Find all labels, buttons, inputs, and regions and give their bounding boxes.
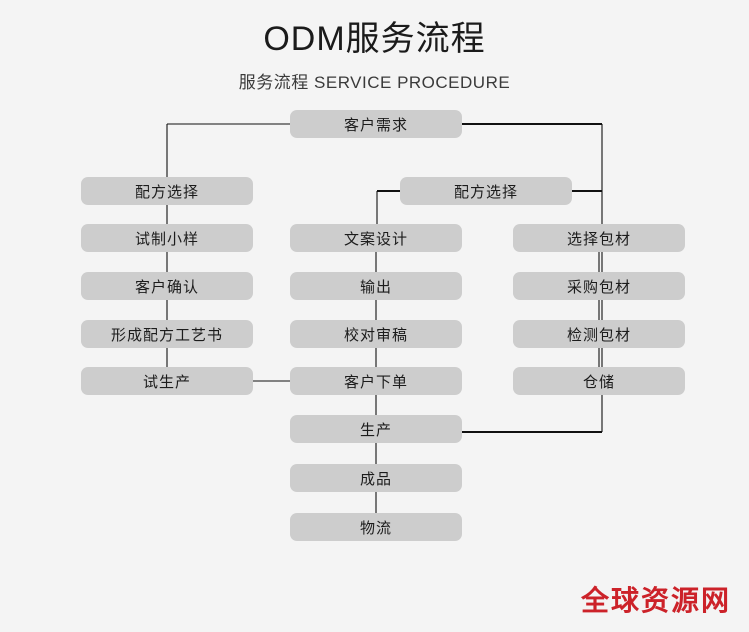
node-formula-selection-left[interactable]: 配方选择	[81, 177, 253, 205]
node-proofreading-review[interactable]: 校对审稿	[290, 320, 462, 348]
page-subtitle: 服务流程 SERVICE PROCEDURE	[238, 73, 511, 92]
node-warehousing[interactable]: 仓储	[513, 367, 685, 395]
node-formula-process-document[interactable]: 形成配方工艺书	[81, 320, 253, 348]
node-formula-selection-center[interactable]: 配方选择	[400, 177, 572, 205]
node-trial-production[interactable]: 试生产	[81, 367, 253, 395]
node-finished-product[interactable]: 成品	[290, 464, 462, 492]
node-customer-confirmation[interactable]: 客户确认	[81, 272, 253, 300]
node-output[interactable]: 输出	[290, 272, 462, 300]
page-title: ODM服务流程	[263, 20, 486, 58]
node-logistics[interactable]: 物流	[290, 513, 462, 541]
node-customer-demand[interactable]: 客户需求	[290, 110, 462, 138]
node-production[interactable]: 生产	[290, 415, 462, 443]
node-customer-order[interactable]: 客户下单	[290, 367, 462, 395]
node-select-packaging[interactable]: 选择包材	[513, 224, 685, 252]
node-trial-sample[interactable]: 试制小样	[81, 224, 253, 252]
node-purchase-packaging[interactable]: 采购包材	[513, 272, 685, 300]
node-copywriting-design[interactable]: 文案设计	[290, 224, 462, 252]
node-inspect-packaging[interactable]: 检测包材	[513, 320, 685, 348]
site-watermark: 全球资源网	[580, 585, 731, 616]
